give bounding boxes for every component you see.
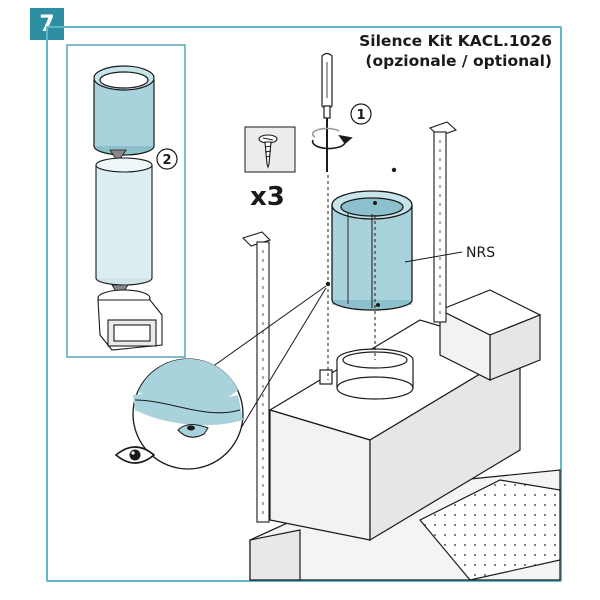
callout-2-badge: 2 [156,148,178,170]
screw-markers [325,167,397,307]
rotate-arrow-icon [311,127,353,150]
detail-leader-lines [204,285,327,434]
kit-subtitle: (opzionale / optional) [365,52,552,70]
screw-icon [258,134,278,169]
alignment-guides [327,175,376,380]
kit-title-block: Silence Kit KACL.1026 (opzionale / optio… [359,31,552,71]
inset-blue-cylinder [93,65,155,156]
left-bracket [241,231,272,523]
screw-quantity-box [244,126,296,173]
detail-magnifier [132,358,244,470]
right-bracket [428,121,458,323]
panel-frame [46,26,562,582]
callout-2-label: 2 [162,153,171,168]
silencer-nrs [331,190,413,311]
screwdriver-icon [321,52,333,172]
inset-down-arrow-upper [109,149,127,163]
inset-pale-cylinder [95,157,153,286]
part-label-nrs: NRS [466,245,495,261]
eye-icon [114,446,156,464]
inset-duct-adaptor [97,289,163,351]
kit-title: Silence Kit KACL.1026 [359,32,552,50]
nrs-leader [404,251,463,263]
hood-body [249,289,561,581]
callout-1-badge: 1 [350,103,372,125]
screw-quantity: x3 [250,182,285,212]
callout-1-label: 1 [356,108,365,123]
inset-box: 2 [66,44,186,358]
